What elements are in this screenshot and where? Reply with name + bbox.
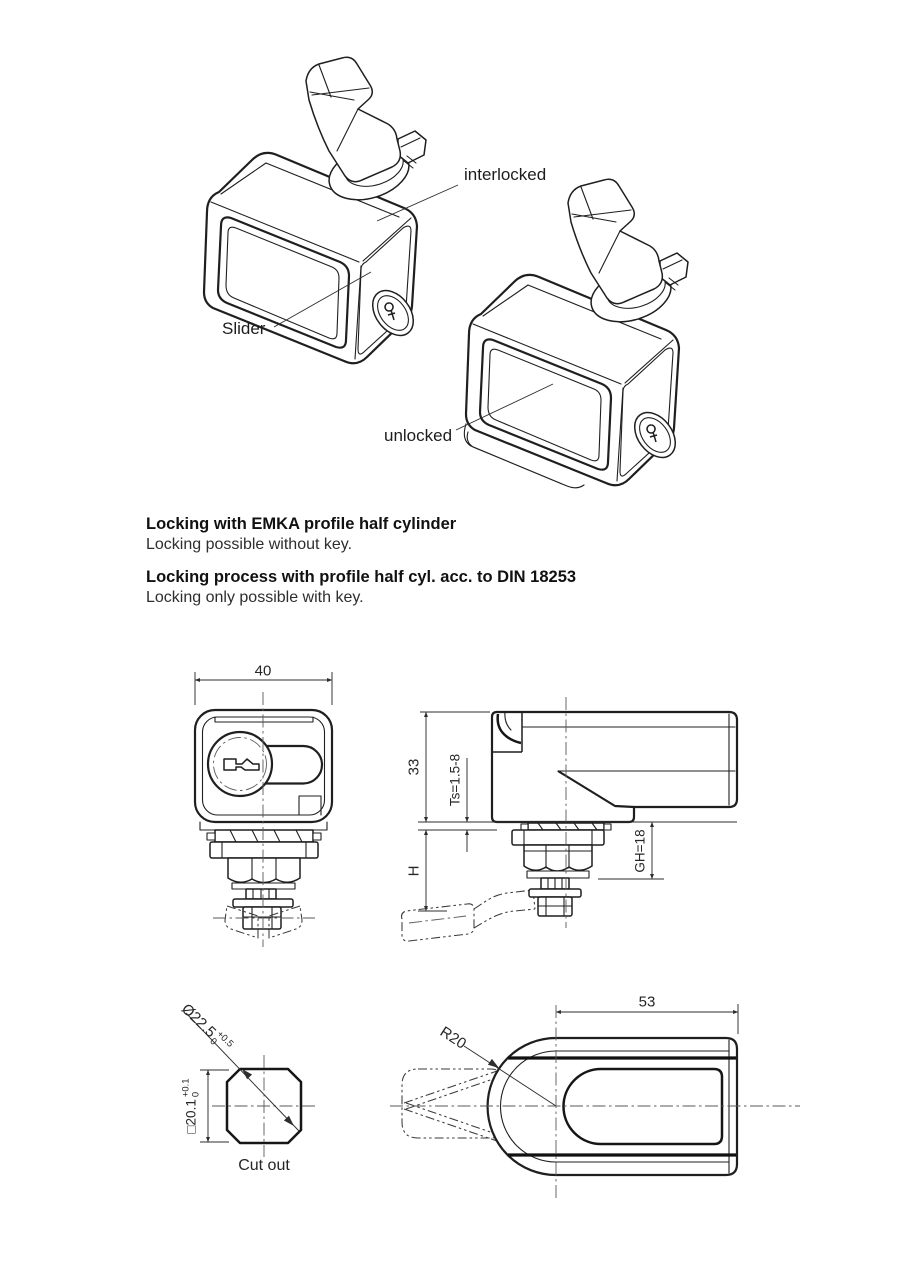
cutout-square-value: □20.1	[183, 1099, 199, 1134]
unlocked-label: unlocked	[384, 426, 453, 445]
iso-view-interlocked-drawing	[202, 56, 690, 489]
note-din-body: Locking only possible with key.	[146, 589, 364, 606]
note-emka-body: Locking possible without key.	[146, 536, 353, 553]
dim-height-33: 33	[405, 758, 423, 776]
note-din-heading: Locking process with profile half cyl. a…	[146, 568, 577, 586]
interlocked-label: interlocked	[464, 165, 547, 184]
dim-panel-thickness: Ts=1.5-8	[447, 753, 463, 807]
slider-leader-line	[273, 271, 372, 328]
unlocked-leader-line	[455, 383, 554, 431]
cutout-drawing	[185, 1012, 318, 1157]
dim-cutout-square: □20.1 +0.1 0	[180, 1078, 202, 1134]
radius-leader-line	[463, 1045, 557, 1107]
iso-view-unlocked-drawing	[464, 178, 690, 487]
side-view-drawing	[400, 697, 739, 942]
cutout-square-tolerance: +0.1 0	[180, 1078, 202, 1098]
note-emka-heading: Locking with EMKA profile half cylinder	[146, 515, 457, 533]
dim-length-53: 53	[638, 993, 656, 1011]
cutout-caption: Cut out	[238, 1157, 290, 1174]
dim-grip-height: GH=18	[632, 829, 648, 873]
interlocked-leader-line	[376, 184, 459, 222]
dim-width-40: 40	[254, 662, 272, 680]
slider-label: Slider	[222, 319, 266, 338]
dim-h: H	[405, 865, 423, 877]
top-view-drawing	[390, 1004, 800, 1198]
front-view-drawing	[193, 672, 334, 947]
